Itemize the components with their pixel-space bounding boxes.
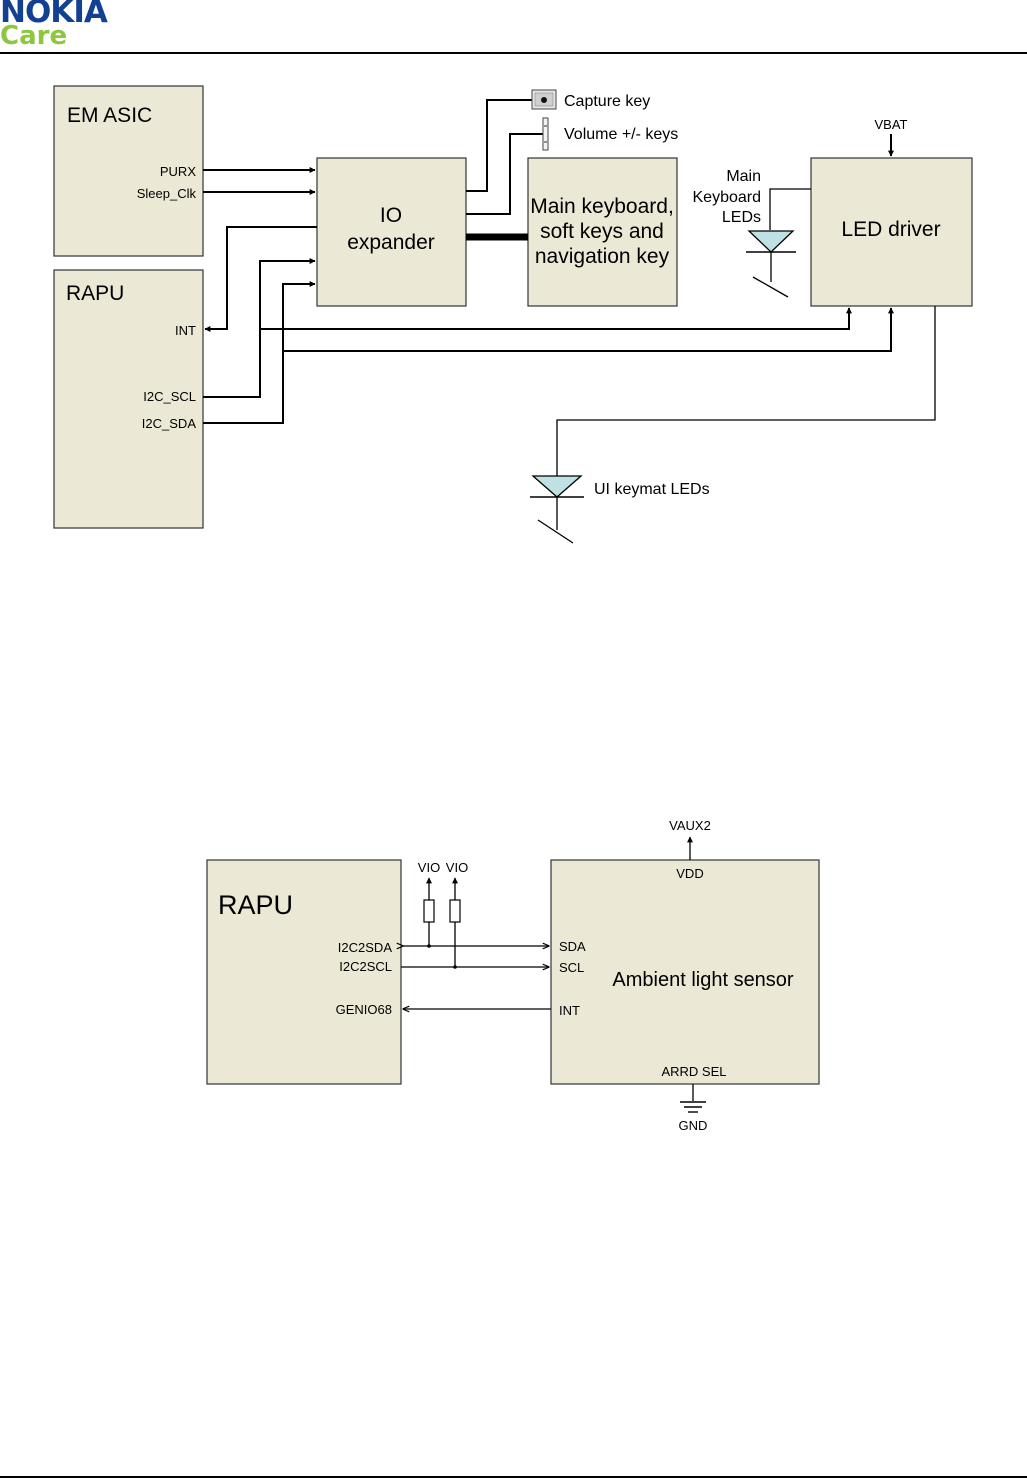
- i2c-sda-wire: [203, 281, 316, 424]
- sda-label: SDA: [559, 939, 586, 954]
- kbd-leds-wire: [769, 188, 811, 230]
- vbat-label: VBAT: [875, 117, 908, 132]
- i2c2sda-label: I2C2SDA: [338, 940, 393, 955]
- logo-nokia-text: NOKIA: [0, 0, 108, 30]
- pullup-resistor-sda-icon: [423, 877, 435, 948]
- capture-key-icon: [531, 89, 557, 110]
- capture-key-label: Capture key: [564, 93, 650, 110]
- volume-key-wire: [466, 133, 543, 215]
- io-expander-line1: IO: [380, 204, 402, 227]
- vio-label-1: VIO: [418, 860, 440, 875]
- i2c-sda-label: I2C_SDA: [142, 416, 197, 431]
- ui-keymat-led-diode-icon: [530, 475, 584, 544]
- vdd-label: VDD: [676, 866, 703, 881]
- sleep-clk-label: Sleep_Clk: [137, 186, 197, 201]
- sensor-title: Ambient light sensor: [612, 969, 794, 991]
- sensor-int-label: INT: [559, 1003, 580, 1018]
- volume-key-icon: [542, 117, 549, 151]
- logo-care-text: Care: [0, 21, 68, 51]
- header-rule: [0, 52, 1027, 54]
- int-wire: [204, 226, 317, 332]
- footer-rule: [0, 1476, 1027, 1478]
- scl-label: SCL: [559, 960, 584, 975]
- em-asic-block: EM ASIC PURX Sleep_Clk: [53, 85, 204, 257]
- led-driver-block: LED driver: [810, 157, 973, 307]
- io-expander-line2: expander: [347, 231, 435, 254]
- capture-key-wire: [466, 99, 532, 192]
- kbd-leds-line1: Main: [726, 168, 761, 185]
- purx-label: PURX: [160, 164, 196, 179]
- i2c-led-driver-wire: [283, 307, 894, 352]
- int-label: INT: [175, 323, 196, 338]
- ui-keymat-leds-label: UI keymat LEDs: [594, 481, 710, 498]
- i2c-scl-wire: [203, 258, 316, 398]
- keyboard-led-diagram: EM ASIC PURX Sleep_Clk RAPU INT I2C_SCL …: [53, 85, 973, 544]
- i2c-scl-label: I2C_SCL: [143, 389, 196, 404]
- main-keyboard-line2: soft keys and: [540, 220, 664, 243]
- kbd-led-diode-icon: [746, 230, 796, 298]
- rapu2-block: RAPU I2C2SDA I2C2SCL GENIO68: [206, 859, 402, 1085]
- ground-icon: [680, 1084, 706, 1113]
- nokia-care-logo: NOKIA Care: [0, 0, 140, 52]
- volume-keys-label: Volume +/- keys: [564, 126, 678, 143]
- i2c2scl-label: I2C2SCL: [339, 959, 392, 974]
- kbd-leds-line2: Keyboard: [693, 189, 762, 206]
- vio-label-2: VIO: [446, 860, 468, 875]
- gnd-label: GND: [679, 1118, 708, 1133]
- io-expander-block: IO expander: [316, 157, 467, 307]
- rapu-title: RAPU: [66, 282, 124, 305]
- led-driver-title: LED driver: [841, 218, 940, 241]
- main-keyboard-line3: navigation key: [535, 245, 670, 268]
- vaux2-label: VAUX2: [669, 818, 711, 833]
- kbd-leds-line3: LEDs: [722, 209, 761, 226]
- genio68-label: GENIO68: [336, 1002, 392, 1017]
- int-led-driver-wire: [260, 307, 852, 330]
- ui-keymat-leds-wire: [556, 306, 936, 476]
- main-keyboard-line1: Main keyboard,: [530, 195, 674, 218]
- rapu-block: RAPU INT I2C_SCL I2C_SDA: [53, 269, 204, 529]
- arrd-sel-label: ARRD SEL: [661, 1064, 726, 1079]
- ambient-light-sensor-diagram: RAPU I2C2SDA I2C2SCL GENIO68 Ambient lig…: [206, 818, 820, 1133]
- em-asic-title: EM ASIC: [67, 104, 152, 127]
- rapu2-title: RAPU: [218, 890, 293, 920]
- ambient-light-sensor-block: Ambient light sensor VDD SDA SCL INT ARR…: [550, 859, 820, 1085]
- main-keyboard-block: Main keyboard, soft keys and navigation …: [527, 157, 678, 307]
- pullup-resistor-scl-icon: [449, 877, 461, 969]
